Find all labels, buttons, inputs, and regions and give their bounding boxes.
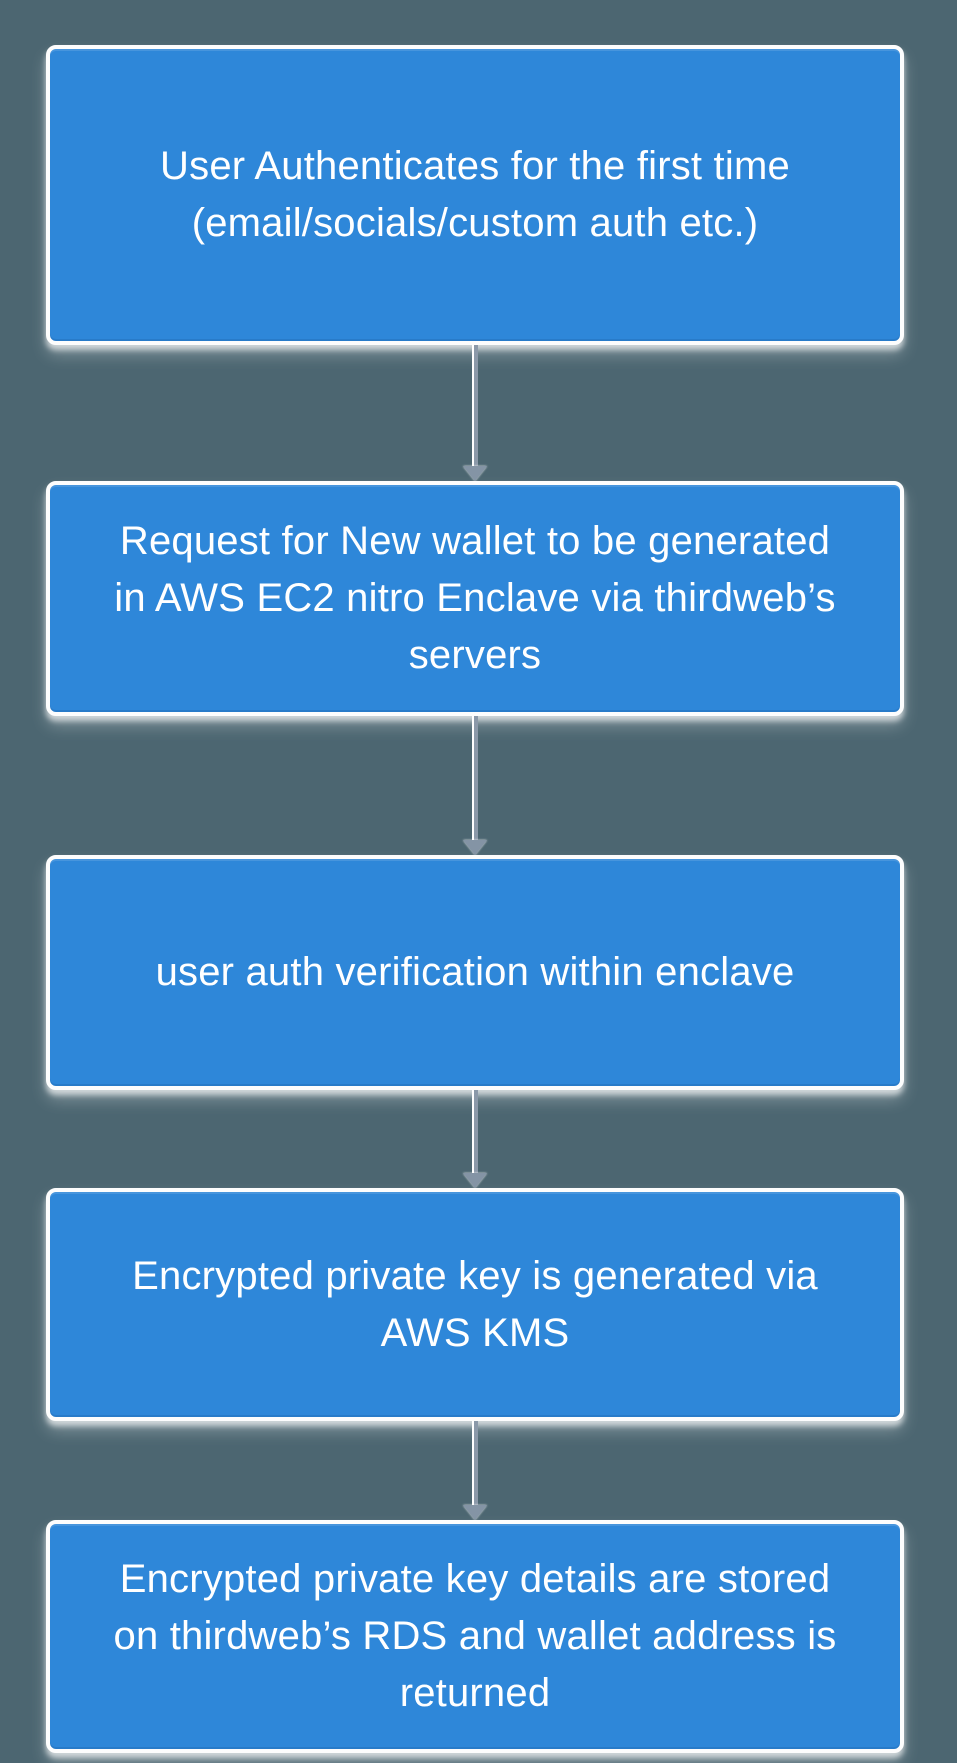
flow-node-key-stored-rds-label: Encrypted private key details are stored… xyxy=(113,1557,837,1715)
arrow-shaft xyxy=(472,1090,478,1175)
arrow-down-icon xyxy=(463,1505,487,1520)
arrow-down-icon xyxy=(463,840,487,855)
arrow-shaft xyxy=(472,345,478,468)
arrow-shaft xyxy=(472,1421,478,1507)
flow-connector-3 xyxy=(46,1090,904,1188)
flow-connector-1 xyxy=(46,345,904,481)
flow-node-auth-verification-enclave: user auth verification within enclave xyxy=(46,855,904,1090)
arrow-down-icon xyxy=(463,466,487,481)
arrow-shaft xyxy=(472,716,478,842)
flow-node-request-new-wallet: Request for New wallet to be generated i… xyxy=(46,481,904,716)
flow-node-key-generated-kms-label: Encrypted private key is generated via A… xyxy=(132,1253,818,1355)
flow-node-user-authenticates: User Authenticates for the first time (e… xyxy=(46,45,904,345)
arrow-down-icon xyxy=(463,1173,487,1188)
flow-node-key-stored-rds: Encrypted private key details are stored… xyxy=(46,1520,904,1753)
flow-node-auth-verification-enclave-label: user auth verification within enclave xyxy=(155,950,795,994)
flow-node-user-authenticates-label: User Authenticates for the first time (e… xyxy=(160,144,790,245)
flow-connector-4 xyxy=(46,1421,904,1520)
flow-node-request-new-wallet-label: Request for New wallet to be generated i… xyxy=(114,519,836,677)
flow-node-key-generated-kms: Encrypted private key is generated via A… xyxy=(46,1188,904,1421)
flow-connector-2 xyxy=(46,716,904,855)
